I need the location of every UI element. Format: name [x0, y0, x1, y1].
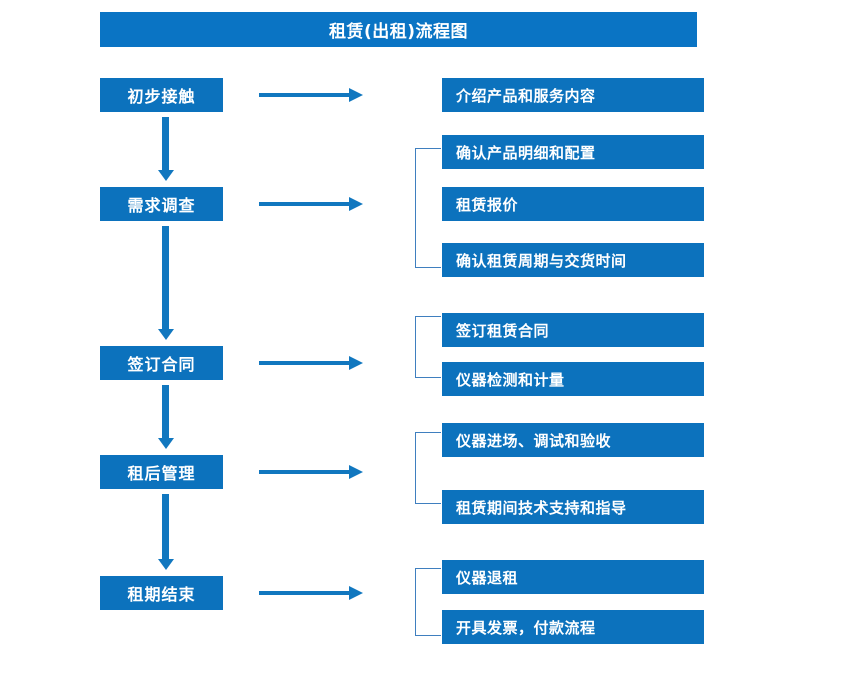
horizontal-arrow-5 — [259, 586, 363, 600]
horizontal-arrow-1 — [259, 88, 363, 102]
detail-node-introduce-products[interactable]: 介绍产品和服务内容 — [442, 78, 704, 112]
stage-node-sign-contract[interactable]: 签订合同 — [100, 346, 223, 380]
stage-node-lease-end[interactable]: 租期结束 — [100, 576, 223, 610]
horizontal-arrow-4 — [259, 465, 363, 479]
detail-node-confirm-spec[interactable]: 确认产品明细和配置 — [442, 135, 704, 169]
group-bracket-needs-survey — [415, 148, 441, 268]
detail-node-instrument-entry-commissioning[interactable]: 仪器进场、调试和验收 — [442, 423, 704, 457]
vertical-arrow-3 — [156, 385, 176, 449]
vertical-arrow-1 — [156, 117, 176, 181]
horizontal-arrow-3 — [259, 356, 363, 370]
detail-node-technical-support[interactable]: 租赁期间技术支持和指导 — [442, 490, 704, 524]
vertical-arrow-2 — [156, 226, 176, 340]
group-bracket-post-rental — [415, 432, 441, 504]
detail-node-invoice-payment[interactable]: 开具发票，付款流程 — [442, 610, 704, 644]
diagram-title: 租赁(出租)流程图 — [100, 12, 697, 47]
group-bracket-lease-end — [415, 568, 441, 636]
group-bracket-sign-contract — [415, 316, 441, 378]
detail-node-rental-quote[interactable]: 租赁报价 — [442, 187, 704, 221]
detail-node-sign-rental-contract[interactable]: 签订租赁合同 — [442, 313, 704, 347]
detail-node-confirm-period-delivery[interactable]: 确认租赁周期与交货时间 — [442, 243, 704, 277]
vertical-arrow-4 — [156, 494, 176, 570]
stage-node-post-rental-management[interactable]: 租后管理 — [100, 455, 223, 489]
stage-node-needs-survey[interactable]: 需求调查 — [100, 187, 223, 221]
detail-node-instrument-inspection[interactable]: 仪器检测和计量 — [442, 362, 704, 396]
stage-node-initial-contact[interactable]: 初步接触 — [100, 78, 223, 112]
horizontal-arrow-2 — [259, 197, 363, 211]
detail-node-instrument-return[interactable]: 仪器退租 — [442, 560, 704, 594]
